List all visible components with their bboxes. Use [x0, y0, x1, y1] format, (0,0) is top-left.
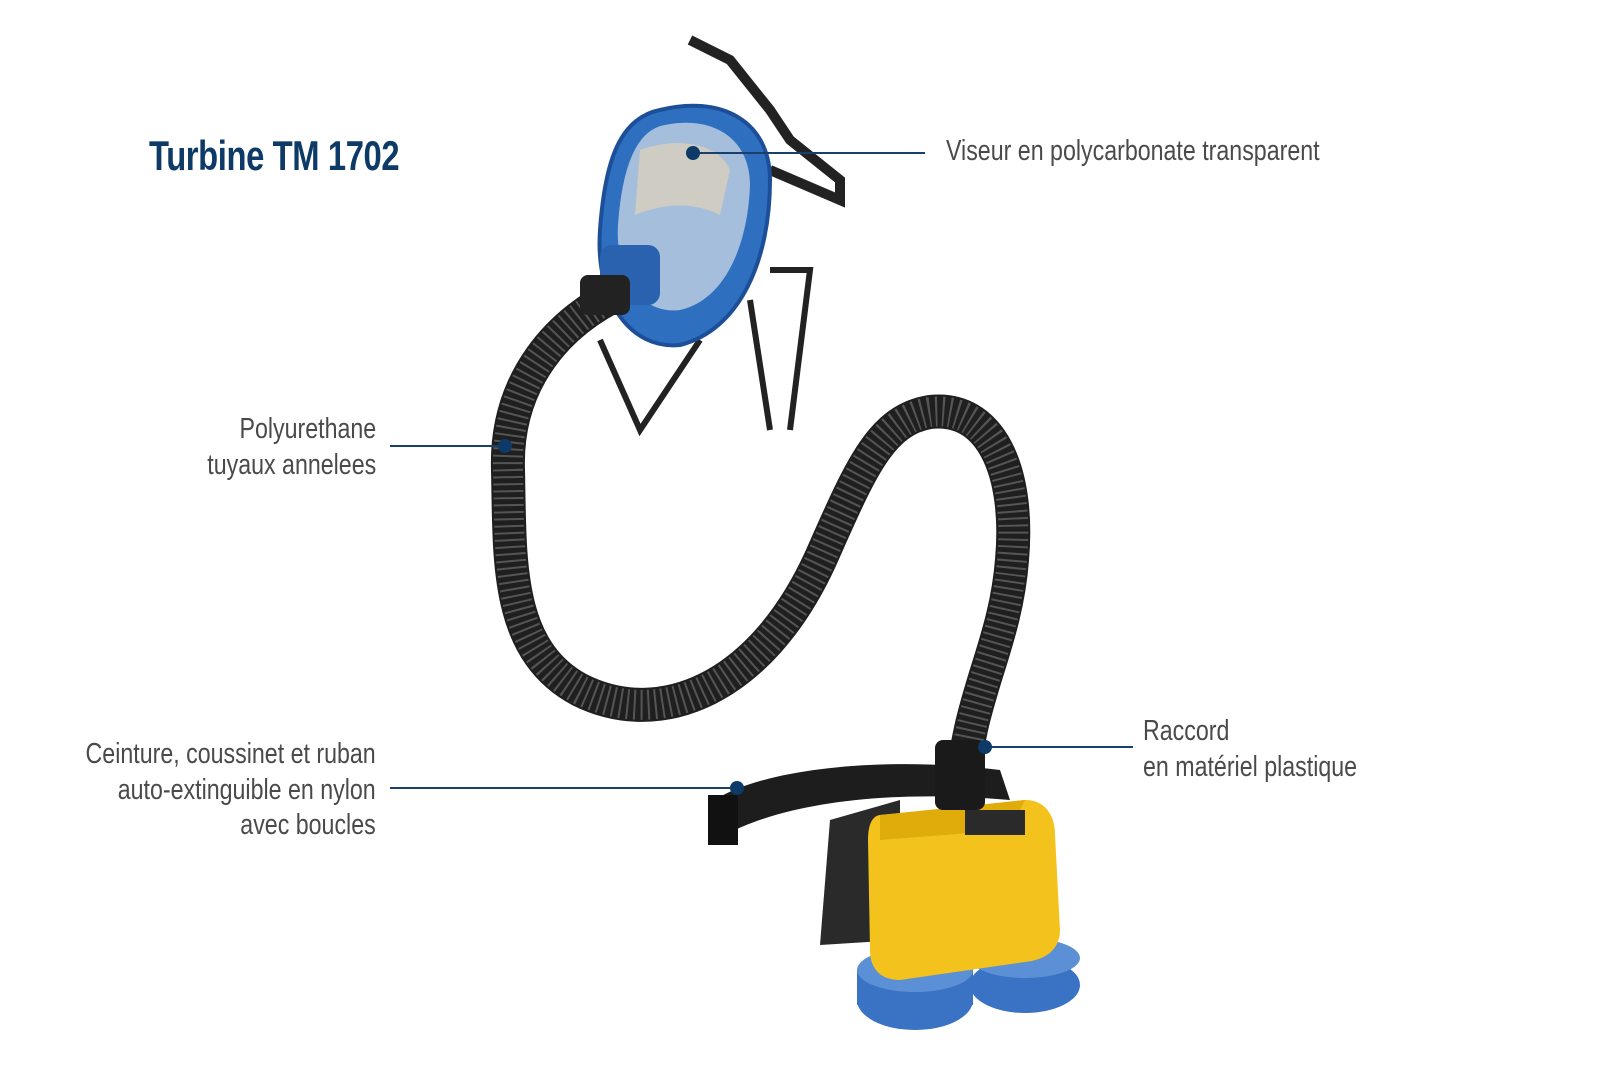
callout-hose: Polyurethane tuyaux annelees — [207, 412, 376, 483]
leader-lines — [390, 146, 1133, 795]
callout-hose-line: Polyurethane — [239, 413, 376, 445]
callout-belt-line: avec boucles — [240, 809, 376, 841]
callout-belt-line: auto-extinguible en nylon — [118, 773, 377, 806]
callout-visor: Viseur en polycarbonate transparent — [946, 134, 1320, 170]
callout-connector-line: en matériel plastique — [1143, 750, 1358, 783]
callout-belt-line: Ceinture, coussinet et ruban — [85, 738, 376, 770]
callout-connector: Raccord en matériel plastique — [1143, 714, 1357, 785]
callout-connector-line: Raccord — [1143, 715, 1230, 747]
product-title: Turbine TM 1702 — [149, 132, 400, 179]
hose — [490, 275, 1031, 817]
callout-visor-line: Viseur en polycarbonate transparent — [946, 135, 1320, 167]
full-face-mask — [580, 35, 845, 437]
callout-hose-line: tuyaux annelees — [207, 448, 376, 481]
turbine-unit — [857, 740, 1080, 1030]
callout-belt: Ceinture, coussinet et ruban auto-exting… — [86, 737, 376, 844]
